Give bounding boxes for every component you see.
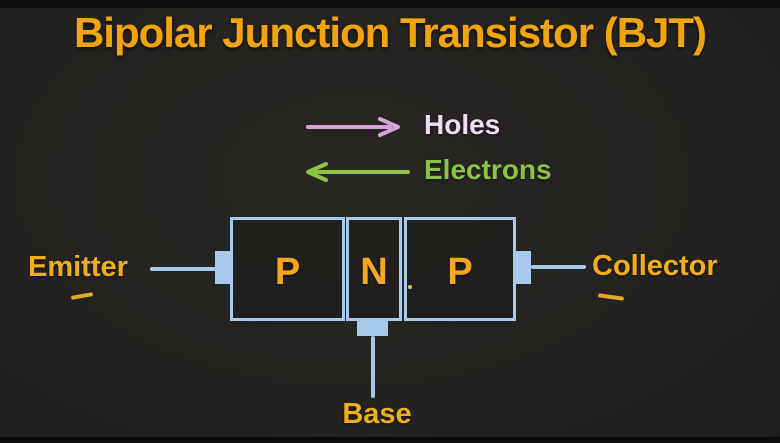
collector-label: Collector — [592, 250, 718, 282]
emitter-region-letter: P — [274, 251, 301, 293]
emitter-label: Emitter — [28, 251, 128, 283]
holes-arrow-right-icon — [306, 117, 400, 137]
page-title: Bipolar Junction Transistor (BJT) — [73, 9, 707, 56]
base-n-region-box — [346, 217, 402, 321]
electrons-arrow-left-icon — [306, 162, 410, 182]
base-region-letter: N — [360, 251, 388, 293]
letterbox-bottom-bar — [0, 437, 780, 443]
stray-dot-mark — [408, 285, 412, 289]
emitter-lead-wire — [150, 267, 216, 271]
emitter-p-region-box — [230, 217, 345, 321]
letterbox-top-bar — [0, 0, 780, 8]
holes-legend-label: Holes — [424, 109, 501, 140]
electrons-legend-label: Electrons — [424, 154, 552, 185]
base-terminal-tab — [357, 320, 388, 336]
base-label: Base — [342, 398, 412, 430]
collector-p-region-box — [404, 217, 516, 321]
base-lead-wire — [371, 336, 375, 398]
emitter-terminal-tab — [215, 251, 231, 284]
emitter-underline-pen-mark — [70, 292, 94, 300]
collector-terminal-tab — [515, 251, 531, 284]
collector-underline-pen-mark — [597, 293, 625, 301]
collector-region-letter: P — [447, 251, 473, 293]
collector-lead-wire — [531, 265, 586, 269]
